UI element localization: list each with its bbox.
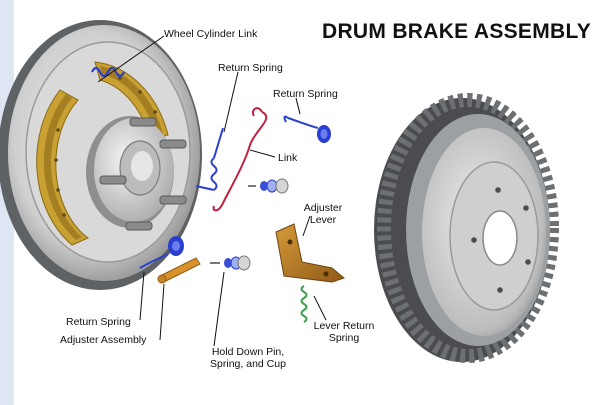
adjuster-assembly-part: [157, 257, 201, 284]
label-lever-return-spring-line2: Spring: [328, 332, 360, 344]
label-hold-down-line1: Hold Down Pin,: [211, 346, 285, 358]
lever-return-spring-part: [300, 285, 308, 323]
return-spring-top-part: [195, 127, 224, 191]
label-adjuster-lever-line2: Lever: [309, 214, 337, 226]
shoe-return-spring: [91, 66, 125, 78]
return-spring-right-part: [283, 115, 331, 143]
return-spring-bottom-part: [139, 236, 184, 269]
label-link: Link: [278, 152, 298, 164]
label-hold-down-line2: Spring, and Cup: [210, 358, 286, 370]
leader-lines: [97, 35, 327, 347]
hold-down-upper: [248, 178, 289, 194]
label-return-spring-top: Return Spring: [218, 62, 283, 74]
page-title: DRUM BRAKE ASSEMBLY: [322, 20, 591, 43]
label-lever-return-spring-line1: Lever Return: [313, 320, 375, 332]
label-adjuster-lever-line1: Adjuster: [303, 202, 343, 214]
hold-down-lower: [210, 255, 251, 271]
brake-drum: [374, 93, 559, 363]
label-wheel-cylinder-link: Wheel Cylinder Link: [164, 28, 258, 40]
adjuster-lever-part: [275, 223, 346, 283]
label-return-spring-right: Return Spring: [273, 88, 338, 100]
link-part: [212, 107, 268, 212]
wheel-studs: [99, 117, 187, 231]
wheel-hub: [86, 116, 174, 228]
label-return-spring-bottom: Return Spring: [66, 316, 131, 328]
label-adjuster-assembly: Adjuster Assembly: [60, 334, 147, 346]
